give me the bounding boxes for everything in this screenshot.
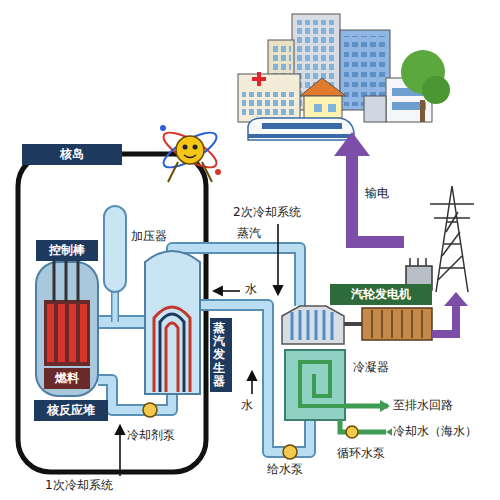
pressurizer (104, 206, 126, 292)
primary-loop-pipe (113, 288, 118, 322)
node-text: 蒸汽发生器 (213, 322, 225, 388)
part-label: 输电 (364, 186, 390, 201)
node-text: 控制棒 (42, 242, 92, 259)
atom-mascot (168, 162, 178, 182)
city-illustration (420, 100, 425, 122)
atom-mascot (176, 136, 204, 164)
turbine-generator (362, 308, 432, 340)
atom-mascot (159, 126, 221, 173)
power-tower (406, 186, 474, 292)
flow-arrow (277, 224, 279, 294)
fuel-block: 燃料 (44, 368, 90, 389)
flow-arrow (119, 426, 121, 476)
part-label: 给水泵 (266, 462, 304, 477)
part-label: 蒸汽 (236, 226, 262, 241)
steam-generator (160, 314, 184, 392)
transmission-arrow (334, 132, 404, 248)
feed-pump (283, 445, 297, 459)
turbine-generator (372, 310, 422, 338)
primary-loop-pipe (98, 315, 146, 329)
city-illustration (238, 14, 450, 140)
transmission-arrow (432, 292, 468, 338)
part-label: 2次冷却系统 (232, 205, 302, 220)
atom-mascot (159, 125, 221, 182)
reactor-vessel (58, 304, 65, 362)
reactor-vessel (80, 304, 87, 362)
part-label: 水 (240, 398, 254, 413)
steam-generator (166, 323, 178, 392)
part-label: 水 (244, 282, 258, 297)
turbine-generator (292, 310, 332, 340)
part-label-box: 控制棒 (36, 240, 98, 261)
part-label: 冷却水（海水） (392, 424, 478, 439)
steam-generator (154, 307, 190, 392)
condenser (285, 350, 396, 438)
node-text: 燃料 (50, 370, 84, 387)
reactor-vessel (65, 258, 68, 302)
atom-mascot (184, 155, 196, 158)
flow-arrow (120, 224, 278, 476)
primary-loop-pipe (98, 317, 146, 327)
city-illustration (314, 104, 322, 112)
coolant-pump (143, 403, 157, 417)
atom-mascot (183, 145, 188, 150)
reactor-vessel (77, 258, 80, 302)
city-illustration (328, 104, 336, 112)
city-illustration (248, 134, 354, 138)
primary-loop-pipe (111, 288, 119, 322)
power-tower (430, 204, 474, 218)
part-label: 加压器 (130, 229, 168, 244)
steam-generator (145, 251, 200, 394)
reactor-vessel (53, 258, 56, 302)
atom-mascot (202, 162, 212, 182)
node-text: 核岛 (28, 146, 116, 163)
turbine-generator (344, 322, 362, 326)
transmission-arrow (334, 132, 468, 338)
power-tower (436, 186, 468, 292)
vertical-label-box: 蒸汽发生器 (210, 318, 232, 392)
part-label-box: 汽轮发电机 (330, 284, 432, 305)
power-tower (410, 258, 426, 266)
atom-mascot (193, 145, 198, 150)
part-label-box: 核反应堆 (34, 400, 108, 421)
reactor-vessel (47, 304, 54, 362)
power-tower (438, 212, 462, 280)
city-illustration (364, 96, 386, 122)
flow-arrow (251, 372, 253, 394)
condenser (346, 426, 358, 438)
steam-generator (145, 251, 200, 394)
part-label: 冷却剂泵 (126, 428, 176, 443)
node-text: 核反应堆 (40, 402, 102, 419)
part-label: 至排水回路 (392, 398, 454, 413)
city-illustration (422, 76, 450, 104)
atom-mascot (159, 126, 221, 173)
reactor-vessel (36, 258, 98, 396)
city-illustration (257, 72, 261, 86)
atom-mascot (215, 169, 221, 175)
part-label: 冷凝器 (352, 360, 390, 375)
part-label: 循环水泵 (336, 446, 386, 461)
part-label: 1次冷却系统 (44, 478, 114, 493)
reactor-vessel (69, 304, 76, 362)
flow-arrow (214, 290, 240, 292)
power-tower (440, 222, 464, 268)
condenser (380, 400, 390, 412)
region-label: 核岛 (22, 144, 122, 165)
city-illustration (262, 123, 342, 129)
atom-mascot (160, 125, 166, 131)
node-text: 汽轮发电机 (336, 286, 426, 303)
turbine-generator (282, 306, 344, 344)
city-illustration (248, 118, 354, 140)
condenser (300, 362, 345, 406)
city-illustration (242, 92, 296, 118)
nuclear-island-outline (18, 154, 206, 472)
city-illustration (300, 78, 346, 96)
city-illustration (238, 74, 300, 122)
reactor-vessel (44, 300, 90, 366)
turbine-generator (282, 306, 432, 344)
condenser (285, 350, 345, 420)
